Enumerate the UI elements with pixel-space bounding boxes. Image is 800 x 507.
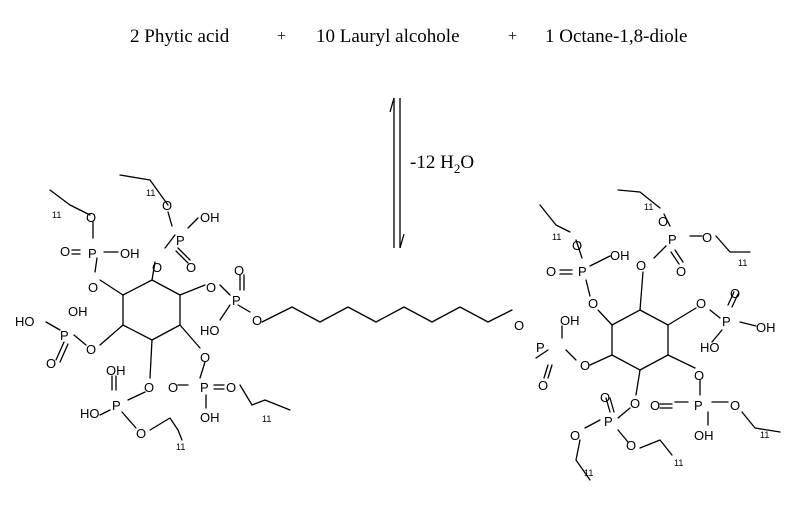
svg-text:O: O xyxy=(546,264,556,279)
svg-text:O: O xyxy=(580,358,590,373)
svg-text:P: P xyxy=(604,414,613,429)
svg-text:OH: OH xyxy=(106,363,126,378)
svg-text:OH: OH xyxy=(120,246,140,261)
svg-text:O: O xyxy=(600,390,610,405)
reactant-lauryl-alcohol: 10 Lauryl alcohole xyxy=(316,26,460,47)
svg-text:O: O xyxy=(730,398,740,413)
svg-text:O: O xyxy=(514,318,524,333)
svg-text:11: 11 xyxy=(760,430,769,440)
svg-text:P: P xyxy=(668,232,677,247)
svg-text:P: P xyxy=(694,398,703,413)
plus-sign: + xyxy=(508,28,517,45)
svg-text:OH: OH xyxy=(694,428,714,443)
svg-text:O: O xyxy=(570,428,580,443)
plus-sign: + xyxy=(277,28,286,45)
left-phytate-atoms: O P O HO O O O P OH O O P OH O O HO P O … xyxy=(15,188,271,452)
svg-text:P: P xyxy=(722,314,731,329)
svg-text:OH: OH xyxy=(756,320,776,335)
svg-text:P: P xyxy=(60,328,69,343)
svg-text:P: P xyxy=(88,246,97,261)
svg-text:O: O xyxy=(730,286,740,301)
svg-text:O: O xyxy=(168,380,178,395)
svg-text:O: O xyxy=(702,230,712,245)
svg-text:11: 11 xyxy=(644,202,653,212)
svg-text:O: O xyxy=(588,296,598,311)
svg-text:HO: HO xyxy=(200,323,220,338)
svg-text:O: O xyxy=(46,356,56,371)
svg-text:O: O xyxy=(206,280,216,295)
reactant-equation: 2 Phytic acid + 10 Lauryl alcohole + 1 O… xyxy=(130,26,687,47)
right-phytate-bonds xyxy=(535,189,781,481)
svg-text:O: O xyxy=(676,264,686,279)
svg-text:O: O xyxy=(136,426,146,441)
svg-text:OH: OH xyxy=(68,304,88,319)
reactant-phytic-acid: 2 Phytic acid xyxy=(130,26,230,47)
svg-text:O: O xyxy=(60,244,70,259)
svg-text:OH: OH xyxy=(200,410,220,425)
svg-text:O: O xyxy=(636,258,646,273)
svg-text:P: P xyxy=(200,380,209,395)
svg-text:HO: HO xyxy=(80,406,100,421)
svg-text:O: O xyxy=(186,260,196,275)
svg-text:O: O xyxy=(650,398,660,413)
svg-text:OH: OH xyxy=(200,210,220,225)
svg-text:O: O xyxy=(694,368,704,383)
svg-text:O: O xyxy=(152,260,162,275)
svg-text:O: O xyxy=(252,313,262,328)
equilibrium-arrow xyxy=(389,97,405,249)
svg-text:11: 11 xyxy=(146,188,155,198)
svg-text:HO: HO xyxy=(700,340,720,355)
svg-text:11: 11 xyxy=(584,468,593,478)
svg-text:11: 11 xyxy=(262,414,271,424)
svg-text:11: 11 xyxy=(552,232,561,242)
svg-text:11: 11 xyxy=(176,442,185,452)
svg-text:P: P xyxy=(176,233,185,248)
svg-text:P: P xyxy=(578,264,587,279)
svg-text:11: 11 xyxy=(674,458,683,468)
condition-label: -12 H2O xyxy=(410,152,474,176)
svg-text:O: O xyxy=(86,342,96,357)
svg-text:O: O xyxy=(144,380,154,395)
svg-text:O: O xyxy=(162,198,172,213)
reactant-octanediol: 1 Octane-1,8-diole xyxy=(545,26,687,47)
svg-text:P: P xyxy=(232,293,241,308)
svg-text:O: O xyxy=(626,438,636,453)
svg-text:O: O xyxy=(86,210,96,225)
svg-text:O: O xyxy=(658,214,668,229)
svg-text:O: O xyxy=(226,380,236,395)
right-phytate-atoms: O P OH O O O P O OH O O P O O O O P O OH… xyxy=(514,202,776,478)
svg-text:O: O xyxy=(696,296,706,311)
svg-text:P: P xyxy=(536,340,545,355)
svg-text:O: O xyxy=(234,263,244,278)
svg-text:O: O xyxy=(88,280,98,295)
svg-text:OH: OH xyxy=(610,248,630,263)
svg-text:P: P xyxy=(112,398,121,413)
svg-text:O: O xyxy=(538,378,548,393)
svg-text:HO: HO xyxy=(15,314,35,329)
svg-text:O: O xyxy=(630,396,640,411)
svg-text:O: O xyxy=(200,350,210,365)
svg-text:11: 11 xyxy=(738,258,747,268)
svg-text:11: 11 xyxy=(52,210,61,220)
svg-text:OH: OH xyxy=(560,313,580,328)
left-phytate-bonds xyxy=(45,174,513,441)
svg-text:O: O xyxy=(572,238,582,253)
